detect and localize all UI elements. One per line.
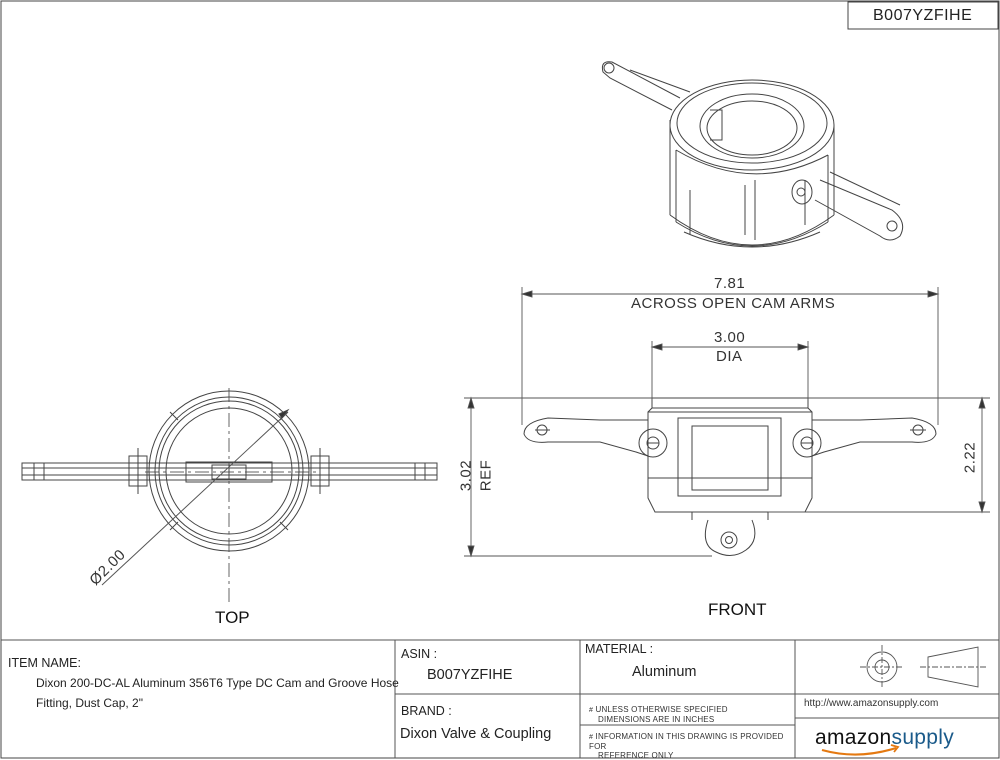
note1-line1: UNLESS OTHERWISE SPECIFIED <box>595 705 728 714</box>
isometric-view <box>601 61 904 248</box>
item-name-line2: Fitting, Dust Cap, 2" <box>36 696 143 710</box>
note-dimensions: # UNLESS OTHERWISE SPECIFIED DIMENSIONS … <box>589 705 789 724</box>
dim-ref-value: 3.02 <box>457 459 475 492</box>
dim-dia-label: DIA <box>716 348 743 365</box>
amazonsupply-logo: amazonsupply <box>815 727 954 748</box>
brand-value: Dixon Valve & Coupling <box>400 726 552 742</box>
asin-label: ASIN : <box>401 647 438 661</box>
item-name-line1: Dixon 200-DC-AL Aluminum 356T6 Type DC C… <box>36 676 399 690</box>
asin-value: B007YZFIHE <box>427 667 513 683</box>
view-label-top: TOP <box>215 608 250 627</box>
amazonsupply-url[interactable]: http://www.amazonsupply.com <box>804 698 939 709</box>
note-reference: # INFORMATION IN THIS DRAWING IS PROVIDE… <box>589 732 794 760</box>
top-view <box>21 388 438 602</box>
note2-line2: REFERENCE ONLY <box>598 751 674 760</box>
front-view <box>523 397 937 556</box>
dim-overall-label: ACROSS OPEN CAM ARMS <box>631 295 836 312</box>
note1-line2: DIMENSIONS ARE IN INCHES <box>598 715 715 725</box>
header-asin: B007YZFIHE <box>873 7 973 24</box>
projection-symbol-icon <box>860 645 986 689</box>
note2-line1: INFORMATION IN THIS DRAWING IS PROVIDED … <box>589 732 784 752</box>
dim-overall-value: 7.81 <box>714 275 746 292</box>
item-name-label: ITEM NAME: <box>8 656 81 670</box>
logo-supply-text: supply <box>891 726 955 749</box>
dim-ref-label: REF <box>477 459 495 492</box>
view-label-front: FRONT <box>708 600 767 619</box>
dimension-lines <box>464 287 990 558</box>
logo-amazon-text: amazon <box>815 726 892 749</box>
dim-height-value: 2.22 <box>961 441 979 474</box>
dim-dia-value: 3.00 <box>714 329 746 346</box>
amazon-smile-icon <box>821 746 897 756</box>
brand-label: BRAND : <box>401 704 452 718</box>
material-value: Aluminum <box>632 664 697 680</box>
material-label: MATERIAL : <box>585 642 654 656</box>
title-block-grid <box>1 639 999 758</box>
